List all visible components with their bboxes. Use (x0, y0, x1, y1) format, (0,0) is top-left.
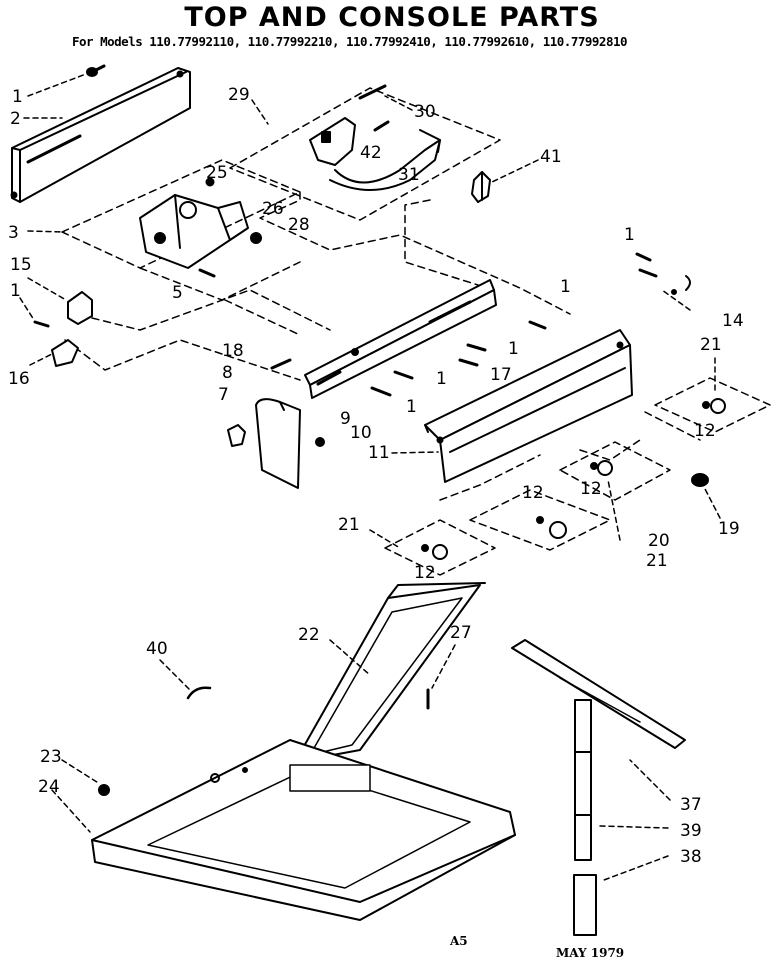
page-code: A5 (450, 934, 468, 948)
callout-5: 5 (172, 283, 183, 303)
part-timer (139, 194, 249, 269)
callout-29: 29 (228, 85, 250, 105)
callout-37: 37 (680, 795, 702, 815)
part-39-rod (574, 699, 592, 861)
date-stamp: MAY 1979 (556, 946, 625, 960)
callout-10: 10 (350, 423, 372, 443)
part-2-panel (10, 67, 191, 203)
callout-12c: 12 (522, 483, 544, 503)
callout-12b: 12 (580, 479, 602, 499)
callout-12d: 12 (414, 563, 436, 583)
callout-31: 31 (398, 165, 420, 185)
callout-1b: 1 (10, 281, 21, 301)
callout-16: 16 (8, 369, 30, 389)
part-10-screw (315, 437, 325, 447)
part-29-outline (229, 87, 501, 221)
callout-42: 42 (360, 143, 382, 163)
part-5-screw (198, 268, 216, 278)
callout-21c: 21 (338, 515, 360, 535)
part-18-screw (270, 358, 292, 370)
callout-21a: 21 (700, 335, 722, 355)
part-11-console (424, 329, 633, 483)
callout-27: 27 (450, 623, 472, 643)
label-leaders (19, 73, 721, 881)
callout-1c: 1 (560, 277, 571, 297)
part-8-cover (255, 398, 301, 489)
callout-26: 26 (262, 199, 284, 219)
callout-41: 41 (540, 147, 562, 167)
callout-20: 20 (648, 531, 670, 551)
part-15-bracket (67, 291, 93, 325)
part-25-screw (205, 177, 215, 187)
callout-38: 38 (680, 847, 702, 867)
part-1-screw-a (86, 64, 106, 77)
callout-30: 30 (414, 102, 436, 122)
callout-3: 3 (8, 223, 19, 243)
callout-21b: 21 (646, 551, 668, 571)
part-23-bumper (98, 784, 110, 796)
callout-17: 17 (490, 365, 512, 385)
part-7-clip (227, 424, 246, 447)
part-24-top (91, 739, 516, 921)
callout-1g: 1 (624, 225, 635, 245)
callout-18: 18 (222, 341, 244, 361)
callout-14: 14 (722, 311, 744, 331)
callout-22: 22 (298, 625, 320, 645)
callout-1f: 1 (406, 397, 417, 417)
dashed-leaders (64, 191, 701, 501)
part-30-screw (358, 84, 387, 100)
callout-1e: 1 (436, 369, 447, 389)
part-1-screws-right (635, 252, 691, 295)
callout-24: 24 (38, 777, 60, 797)
callout-12a: 12 (694, 421, 716, 441)
callout-1: 1 (12, 87, 23, 107)
part-16-bracket (51, 339, 79, 367)
models-line: For Models 110.77992110, 110.77992210, 1… (72, 34, 628, 49)
part-38-bracket (573, 874, 597, 936)
part-40-clip (186, 686, 212, 700)
callout-23: 23 (40, 747, 62, 767)
part-37-hinge-bar (511, 639, 686, 749)
callout-11: 11 (368, 443, 390, 463)
part-22-lid (294, 582, 486, 763)
page-title: TOP AND CONSOLE PARTS (184, 2, 600, 33)
callout-8: 8 (222, 363, 233, 383)
part-42-screw (373, 120, 390, 132)
callout-1d: 1 (508, 339, 519, 359)
callout-39: 39 (680, 821, 702, 841)
rail-screws (370, 320, 547, 397)
part-41-clip (471, 171, 491, 203)
part-31-bracket (309, 117, 441, 191)
callout-15: 15 (10, 255, 32, 275)
knob-assemblies (384, 377, 771, 576)
callout-28: 28 (288, 215, 310, 235)
callout-7: 7 (218, 385, 229, 405)
part-9-rail (304, 279, 497, 399)
callout-40: 40 (146, 639, 168, 659)
part-1-screw-b (33, 320, 50, 328)
callout-19: 19 (718, 519, 740, 539)
part-28-nut (250, 232, 262, 244)
callout-9: 9 (340, 409, 351, 429)
callout-25: 25 (206, 163, 228, 183)
callout-2: 2 (10, 109, 21, 129)
